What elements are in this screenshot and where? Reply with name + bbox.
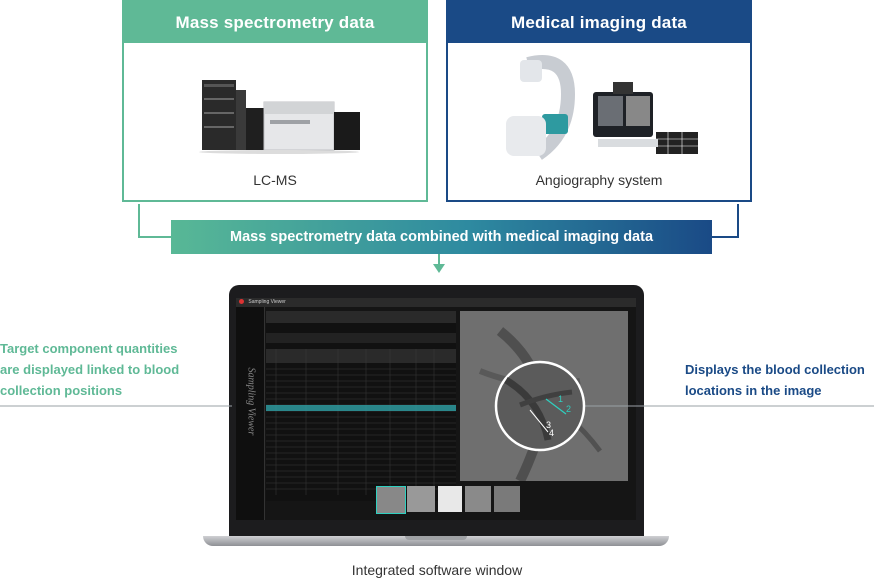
connector-lines (138, 204, 739, 273)
callout-text: locations in the image (685, 383, 822, 398)
thumbnail[interactable] (438, 486, 462, 512)
callout-text: collection positions (0, 383, 123, 398)
laptop-base (203, 536, 669, 546)
thumbnail[interactable] (465, 486, 491, 512)
angiography-system-image (506, 55, 698, 160)
medical-imaging-header: Medical imaging data (448, 2, 750, 43)
callout-text: Target component quantities (0, 341, 178, 356)
marker-label: 3 (546, 420, 551, 430)
laptop-notch (405, 536, 467, 540)
app-title: Sampling Viewer (248, 299, 286, 305)
callout-image-locations: Displays the blood collection locations … (685, 359, 865, 401)
mass-spectrometry-panel: Mass spectrometry data LC-MS (122, 0, 428, 202)
combined-data-label: Mass spectrometry data combined with med… (229, 229, 654, 245)
marker-label: 4 (549, 428, 554, 438)
angiography-caption: Angiography system (535, 172, 663, 188)
callout-table-link: Target component quantities are displaye… (0, 338, 179, 401)
thumbnail-strip[interactable] (376, 486, 521, 514)
thumbnail[interactable] (407, 486, 435, 512)
figure-caption: Integrated software window (351, 562, 523, 578)
callout-text: are displayed linked to blood (0, 362, 180, 377)
thumbnail[interactable] (376, 486, 406, 514)
thumbnail[interactable] (494, 486, 520, 512)
app-sidebar: Sampling Viewer (236, 307, 265, 520)
lc-ms-caption: LC-MS (253, 172, 297, 188)
mass-spectrometry-header: Mass spectrometry data (124, 2, 426, 43)
app-logo-icon (239, 299, 244, 305)
results-table-grid (266, 311, 456, 495)
app-titlebar: Sampling Viewer (236, 298, 636, 307)
marker-label: 2 (566, 404, 571, 414)
lc-ms-instrument-image (199, 80, 360, 154)
callout-text: Displays the blood collection (685, 362, 865, 377)
results-table[interactable] (266, 311, 456, 501)
medical-imaging-panel: Medical imaging data Angiography system (446, 0, 752, 202)
marker-label: 1 (558, 394, 563, 404)
combined-data-banner: Mass spectrometry data combined with med… (171, 220, 712, 254)
